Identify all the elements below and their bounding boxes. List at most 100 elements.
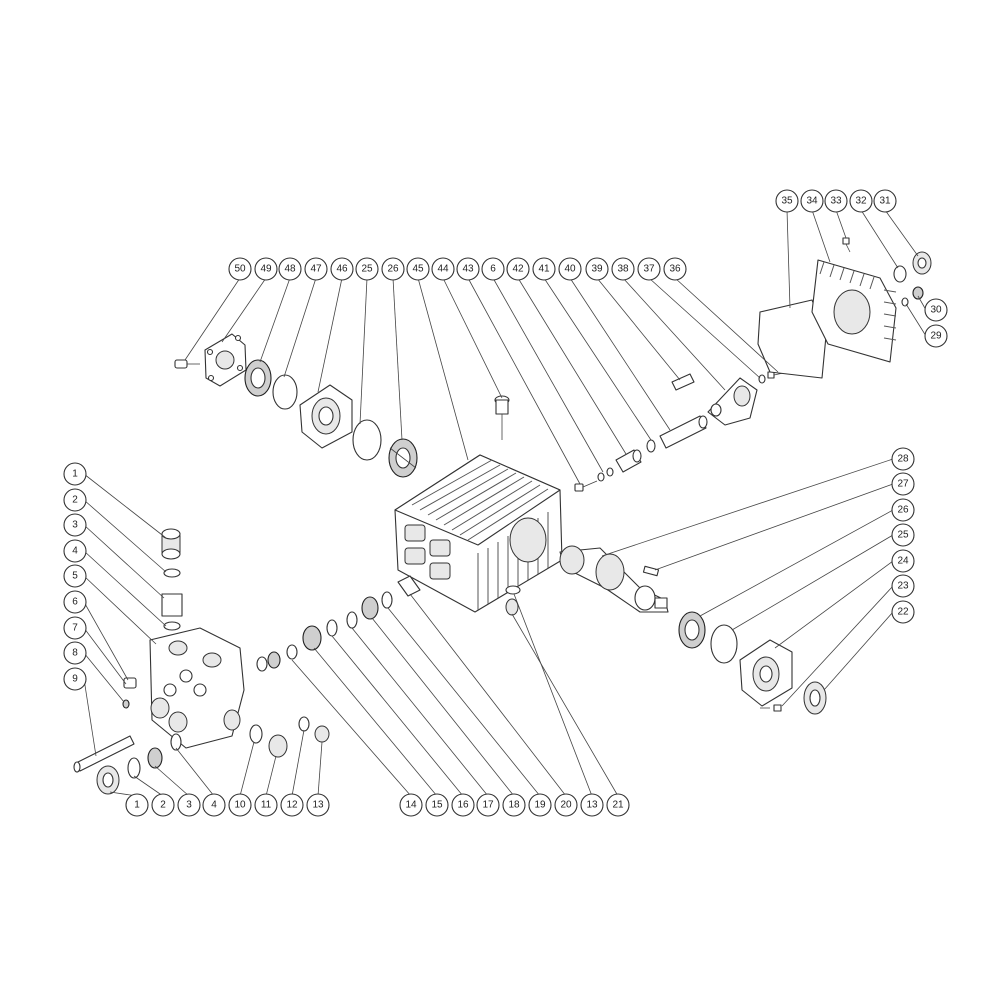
callout-8-left: 8 [63, 641, 87, 665]
callout-30: 30 [924, 298, 948, 322]
callout-label: 46 [336, 264, 348, 275]
callout-label: 20 [560, 800, 572, 811]
seal-part-18 [361, 596, 379, 620]
callout-3-left: 3 [63, 513, 87, 537]
callout-26-right: 26 [891, 498, 915, 522]
callout-6-left: 6 [63, 590, 87, 614]
leader-lines [83, 209, 927, 797]
oring-part-2b [127, 757, 141, 779]
callout-48: 48 [278, 257, 302, 281]
callout-label: 1 [134, 800, 140, 811]
stud-part-9 [73, 735, 135, 773]
callout-label: 42 [512, 264, 524, 275]
valve-plug-part-1b [96, 765, 120, 795]
callout-17: 17 [476, 793, 500, 817]
ring-part-19 [381, 591, 393, 609]
plug-part-31 [912, 251, 932, 275]
callout-label: 14 [405, 800, 417, 811]
callout-16: 16 [451, 793, 475, 817]
plug-part-29 [901, 297, 909, 307]
valve-plug-part-1a [161, 528, 181, 560]
callout-label: 32 [855, 196, 867, 207]
seal-part-14 [256, 644, 298, 672]
callout-21: 21 [606, 793, 630, 817]
callout-label: 2 [160, 800, 166, 811]
washer-part-32 [893, 265, 907, 283]
oring-part-4b [170, 733, 182, 751]
cover-part-46 [299, 384, 353, 449]
callout-26-top: 26 [381, 257, 405, 281]
callout-49: 49 [254, 257, 278, 281]
callout-label: 17 [482, 800, 494, 811]
callout-label: 4 [72, 546, 78, 557]
washer-part-37 [758, 374, 766, 384]
washer-part-6a [597, 467, 614, 482]
callout-2-left: 2 [63, 488, 87, 512]
callout-label: 9 [72, 674, 78, 685]
callout-label: 12 [286, 800, 298, 811]
plug-part-13a [314, 725, 330, 743]
callout-50: 50 [228, 257, 252, 281]
callout-39: 39 [585, 257, 609, 281]
callout-label: 41 [538, 264, 550, 275]
callout-label: 26 [897, 505, 909, 516]
callout-label: 45 [412, 264, 424, 275]
parts-illustration [73, 237, 932, 795]
callout-15: 15 [425, 793, 449, 817]
callout-3-bottom: 3 [177, 793, 201, 817]
callout-label: 28 [897, 454, 909, 465]
callout-label: 13 [586, 800, 598, 811]
callout-label: 36 [669, 264, 681, 275]
callout-label: 5 [72, 571, 78, 582]
plug-part-7 [123, 677, 137, 689]
callout-1-bottom: 1 [125, 793, 149, 817]
connecting-rod-part-38 [707, 377, 758, 426]
rear-cover-part-34 [811, 259, 897, 363]
callout-5-left: 5 [63, 564, 87, 588]
callout-label: 24 [897, 556, 909, 567]
ring-part-41 [646, 439, 656, 453]
callout-4-left: 4 [63, 539, 87, 563]
callout-label: 26 [387, 264, 399, 275]
screw-part-23 [760, 704, 782, 712]
seal-part-17 [346, 611, 358, 629]
crankshaft-part-28 [559, 545, 669, 613]
piston-part-42 [615, 449, 642, 473]
callout-19: 19 [528, 793, 552, 817]
valve-part-3b [147, 747, 163, 769]
spacer-part-15 [302, 625, 322, 651]
callout-label: 15 [431, 800, 443, 811]
callout-label: 33 [830, 196, 842, 207]
callout-label: 13 [312, 800, 324, 811]
callout-label: 1 [72, 469, 78, 480]
callout-layer: 50 49 48 47 46 25 26 45 44 43 6 42 41 40… [63, 189, 948, 817]
callout-label: 2 [72, 495, 78, 506]
callout-label: 50 [234, 264, 246, 275]
oring-part-4a [163, 621, 181, 631]
callout-label: 43 [462, 264, 474, 275]
callout-label: 4 [211, 800, 217, 811]
callout-23: 23 [891, 574, 915, 598]
callout-35: 35 [775, 189, 799, 213]
gasket-part-35 [757, 299, 827, 379]
callout-label: 48 [284, 264, 296, 275]
callout-label: 34 [806, 196, 818, 207]
callout-label: 44 [437, 264, 449, 275]
callout-20: 20 [554, 793, 578, 817]
bearing-part-26b [678, 611, 706, 649]
drain-part-21 [505, 598, 519, 616]
callout-34: 34 [800, 189, 824, 213]
callout-label: 37 [643, 264, 655, 275]
callout-41: 41 [532, 257, 556, 281]
dipstick-part-44 [494, 395, 510, 440]
callout-label: 6 [490, 264, 496, 275]
plug-part-11 [268, 734, 288, 758]
callout-label: 6 [72, 597, 78, 608]
callout-7-left: 7 [63, 616, 87, 640]
bearing-part-48 [244, 359, 272, 397]
callout-25-top: 25 [355, 257, 379, 281]
sleeve-part-20 [397, 575, 421, 597]
callout-9-left: 9 [63, 667, 87, 691]
callout-label: 31 [879, 196, 891, 207]
